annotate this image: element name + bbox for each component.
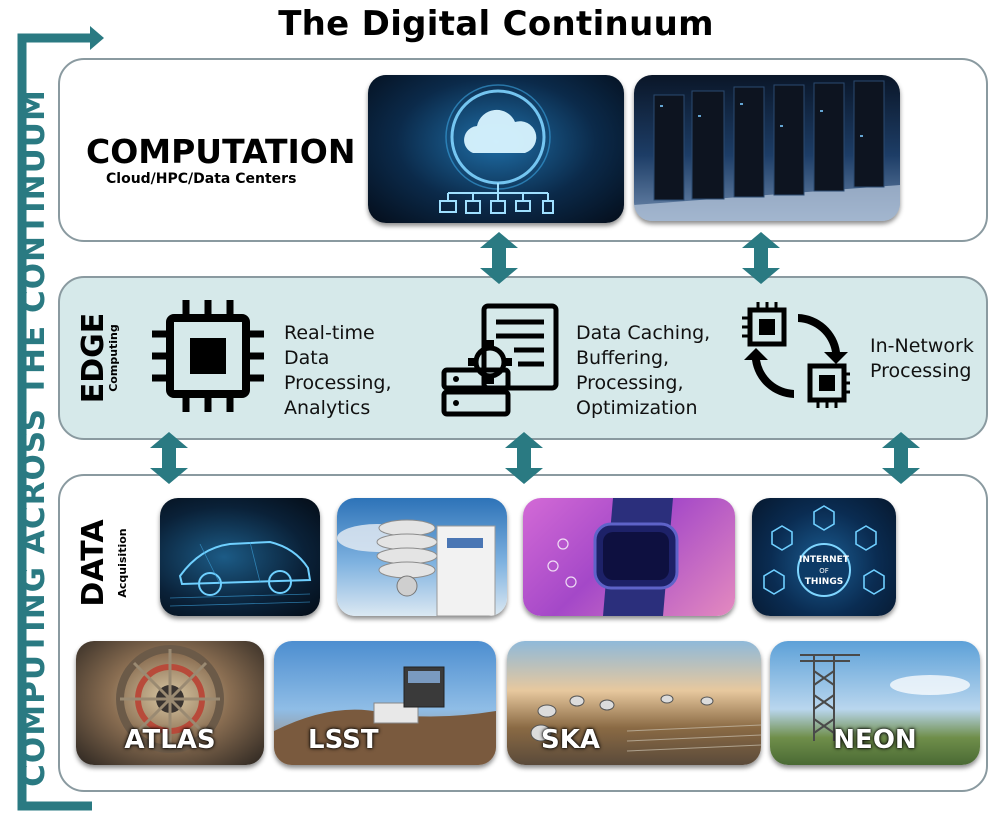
lsst-observatory-graphic xyxy=(274,666,496,765)
smartwatch-image xyxy=(523,498,735,616)
edge-subtitle: Computing xyxy=(107,324,120,392)
autonomous-car-image xyxy=(160,498,320,616)
computation-title: COMPUTATION xyxy=(86,132,356,171)
neon-label: NEON xyxy=(833,725,917,755)
lsst-label: LSST xyxy=(308,725,379,755)
ska-dishes-graphic xyxy=(530,694,761,752)
internet-of-things-image: INTERNET OF THINGS xyxy=(752,498,896,616)
smartwatch-graphic xyxy=(547,498,679,616)
server-gear-icon xyxy=(441,303,559,417)
edge-item-innetwork-text: In-Network Processing xyxy=(870,335,974,382)
svg-text:THINGS: THINGS xyxy=(805,577,843,587)
weather-sensor-graphic xyxy=(337,519,496,616)
neon-tower-graphic xyxy=(800,654,970,741)
cloud-network-icon xyxy=(439,84,554,214)
atlas-label: ATLAS xyxy=(124,725,216,755)
diagram-title: The Digital Continuum xyxy=(278,4,714,44)
double-arrow-icon xyxy=(742,232,780,284)
iot-hub-graphic: INTERNET OF THINGS xyxy=(763,505,885,597)
atlas-detector-graphic xyxy=(116,645,224,753)
computation-subtitle: Cloud/HPC/Data Centers xyxy=(106,171,297,187)
ska-image: SKA xyxy=(507,641,761,765)
atlas-image: ATLAS xyxy=(76,641,264,765)
weather-station-image xyxy=(337,498,507,616)
continuum-bracket-arrow xyxy=(17,26,104,811)
edge-item-caching-text: Data Caching, Buffering, Processing, Opt… xyxy=(576,322,711,419)
lsst-image: LSST xyxy=(274,641,496,765)
server-racks-graphic xyxy=(634,80,900,221)
continuum-side-label: COMPUTING ACROSS THE CONTINUUM xyxy=(16,89,52,787)
double-arrow-icon xyxy=(882,432,920,484)
double-arrow-icon xyxy=(505,432,543,484)
edge-item-realtime-text: Real-time Data Processing, Analytics xyxy=(284,322,392,419)
datacenter-image xyxy=(634,75,900,221)
svg-text:INTERNET: INTERNET xyxy=(799,555,850,565)
double-arrow-icon xyxy=(480,232,518,284)
ska-label: SKA xyxy=(541,725,600,755)
svg-text:OF: OF xyxy=(819,567,829,575)
network-chips-icon xyxy=(742,302,850,408)
cloud-image xyxy=(368,75,624,223)
data-title: DATA xyxy=(76,519,111,607)
data-subtitle: Acquisition xyxy=(116,528,129,598)
double-arrow-icon xyxy=(150,432,188,484)
neon-image: NEON xyxy=(770,641,980,765)
wireframe-car-graphic xyxy=(169,540,312,607)
cpu-chip-icon xyxy=(152,300,264,412)
